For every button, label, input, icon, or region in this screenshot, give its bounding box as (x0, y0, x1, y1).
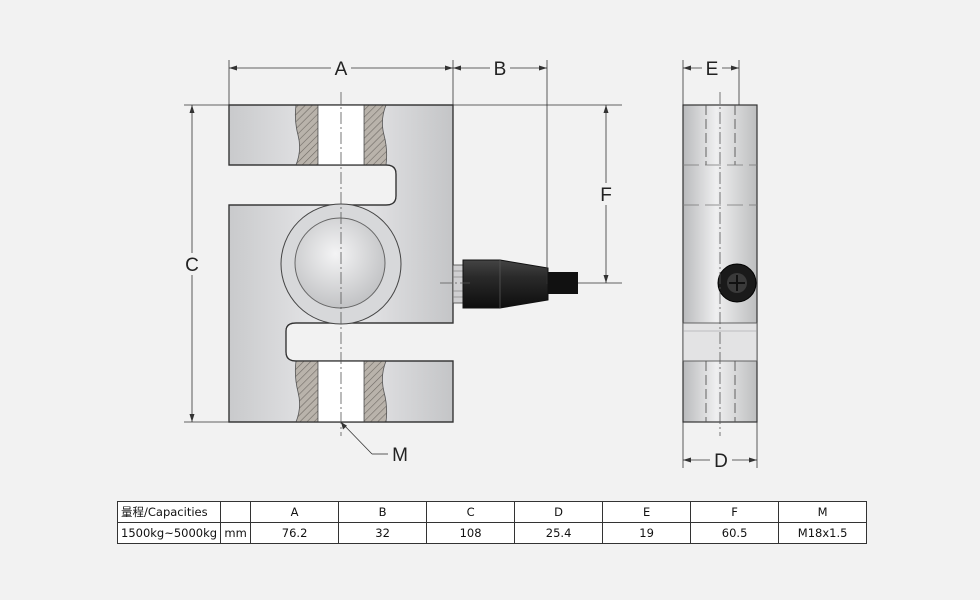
dim-label-a: A (335, 59, 348, 80)
header-col-m: M (778, 501, 868, 523)
gauge-boss-inner (294, 217, 386, 309)
dimension-arrows (189, 65, 757, 463)
header-col-c: C (426, 501, 516, 523)
row-value-e: 19 (602, 522, 692, 544)
m-leader (340, 421, 388, 455)
row-value-b: 32 (338, 522, 428, 544)
header-unit (220, 501, 252, 523)
front-view (228, 104, 578, 423)
dim-label-c: C (185, 255, 199, 276)
m-leader-arrow (341, 422, 347, 430)
row-value-m: M18x1.5 (778, 522, 868, 544)
table-row: 1500kg~5000kg mm 76.2 32 108 25.4 19 60.… (116, 522, 868, 544)
thread-section-bottom (294, 360, 388, 423)
row-value-f: 60.5 (690, 522, 780, 544)
dim-label-m: M (392, 445, 408, 466)
dim-label-d: D (714, 451, 728, 472)
row-value-c: 108 (426, 522, 516, 544)
header-col-a: A (250, 501, 340, 523)
header-capacity-label: 量程/Capacities (116, 501, 222, 523)
header-col-d: D (514, 501, 604, 523)
header-col-e: E (602, 501, 692, 523)
cable-gland (452, 259, 549, 309)
row-value-a: 76.2 (250, 522, 340, 544)
dim-label-f: F (600, 185, 612, 206)
header-col-b: B (338, 501, 428, 523)
specification-table: 量程/Capacities A B C D E F M 1500kg~5000k… (116, 501, 868, 544)
table-header-row: 量程/Capacities A B C D E F M (116, 501, 868, 523)
header-col-f: F (690, 501, 780, 523)
row-unit: mm (220, 522, 252, 544)
row-capacity: 1500kg~5000kg (116, 522, 222, 544)
row-value-d: 25.4 (514, 522, 604, 544)
dim-label-e: E (706, 59, 719, 80)
dim-label-b: B (494, 59, 507, 80)
center-lines (340, 92, 721, 436)
cable (548, 272, 578, 294)
